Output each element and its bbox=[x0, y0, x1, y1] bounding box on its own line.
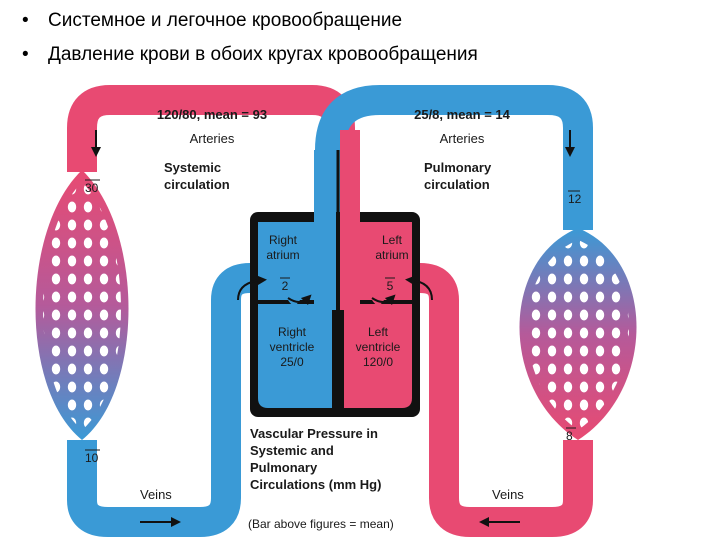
caption-note: (Bar above figures = mean) bbox=[248, 517, 394, 531]
right-atrium-chamber bbox=[258, 222, 332, 305]
left-ventricle-label-2: ventricle bbox=[356, 340, 401, 354]
systemic-arteries-label: Arteries bbox=[190, 131, 235, 146]
systemic-circulation-label-1: Systemic bbox=[164, 160, 221, 175]
bullet-item: • Давление крови в обоих кругах кровообра… bbox=[22, 38, 478, 72]
caption-line-1: Vascular Pressure in bbox=[250, 426, 378, 441]
pulmonary-veins-label: Veins bbox=[492, 487, 524, 502]
pulmonary-circulation-label-2: circulation bbox=[424, 177, 490, 192]
heart bbox=[250, 130, 420, 417]
left-ventricle-label-1: Left bbox=[368, 325, 389, 339]
bullet-item: • Системное и легочное кровообращение bbox=[22, 4, 478, 38]
left-atrium-value: 5 bbox=[387, 279, 394, 293]
left-atrium-chamber bbox=[344, 222, 412, 305]
pulmonary-capillary-end-value: 8 bbox=[566, 429, 573, 443]
left-atrium-label-1: Left bbox=[382, 233, 403, 247]
right-atrium-value: 2 bbox=[282, 279, 289, 293]
left-atrium-label-2: atrium bbox=[375, 248, 408, 262]
right-ventricle-chamber bbox=[258, 304, 332, 408]
bullet-icon: • bbox=[22, 10, 29, 31]
arrow-into-right-atrium bbox=[237, 275, 267, 301]
systemic-arteries-pressure-label: 120/80, mean = 93 bbox=[157, 107, 267, 122]
right-ventricle-value: 25/0 bbox=[280, 355, 304, 369]
bullet-text: Давление крови в обоих кругах кровообращ… bbox=[48, 44, 478, 65]
left-ventricle-chamber bbox=[344, 304, 412, 408]
flow-arrows bbox=[91, 130, 575, 527]
right-ventricle-label-2: ventricle bbox=[270, 340, 315, 354]
mean-bars bbox=[85, 179, 580, 451]
caption-line-4: Circulations (mm Hg) bbox=[250, 477, 381, 492]
arrow-la-lv bbox=[371, 294, 396, 306]
systemic-vein-vessel bbox=[67, 263, 265, 537]
arrow-ra-rv bbox=[287, 294, 312, 306]
arrow-into-left-atrium bbox=[405, 275, 433, 301]
right-atrium-label-1: Right bbox=[269, 233, 298, 247]
pulmonary-circulation-label-1: Pulmonary bbox=[424, 160, 492, 175]
pulmonary-vein-vessel bbox=[405, 263, 593, 537]
right-ventricle-label-1: Right bbox=[278, 325, 307, 339]
pulmonary-artery-vessel bbox=[315, 85, 593, 250]
pulmonary-capillary-start-value: 12 bbox=[568, 192, 582, 206]
systemic-capillary-bed bbox=[35, 170, 129, 440]
systemic-capillary-start-value: 30 bbox=[85, 181, 99, 195]
systemic-capillary-end-value: 10 bbox=[85, 451, 99, 465]
systemic-veins-label: Veins bbox=[140, 487, 172, 502]
right-atrium-label-2: atrium bbox=[266, 248, 299, 262]
bullet-text: Системное и легочное кровообращение bbox=[48, 10, 403, 31]
systemic-circulation-label-2: circulation bbox=[164, 177, 230, 192]
bullet-icon: • bbox=[22, 44, 29, 65]
pulmonary-arteries-pressure-label: 25/8, mean = 14 bbox=[414, 107, 511, 122]
pulmonary-arteries-label: Arteries bbox=[440, 131, 485, 146]
left-ventricle-value: 120/0 bbox=[363, 355, 393, 369]
pulmonary-capillary-bed bbox=[519, 228, 637, 440]
caption-line-2: Systemic and bbox=[250, 443, 334, 458]
bullet-list: • Системное и легочное кровообращение • Да… bbox=[22, 4, 478, 72]
caption-line-3: Pulmonary bbox=[250, 460, 318, 475]
